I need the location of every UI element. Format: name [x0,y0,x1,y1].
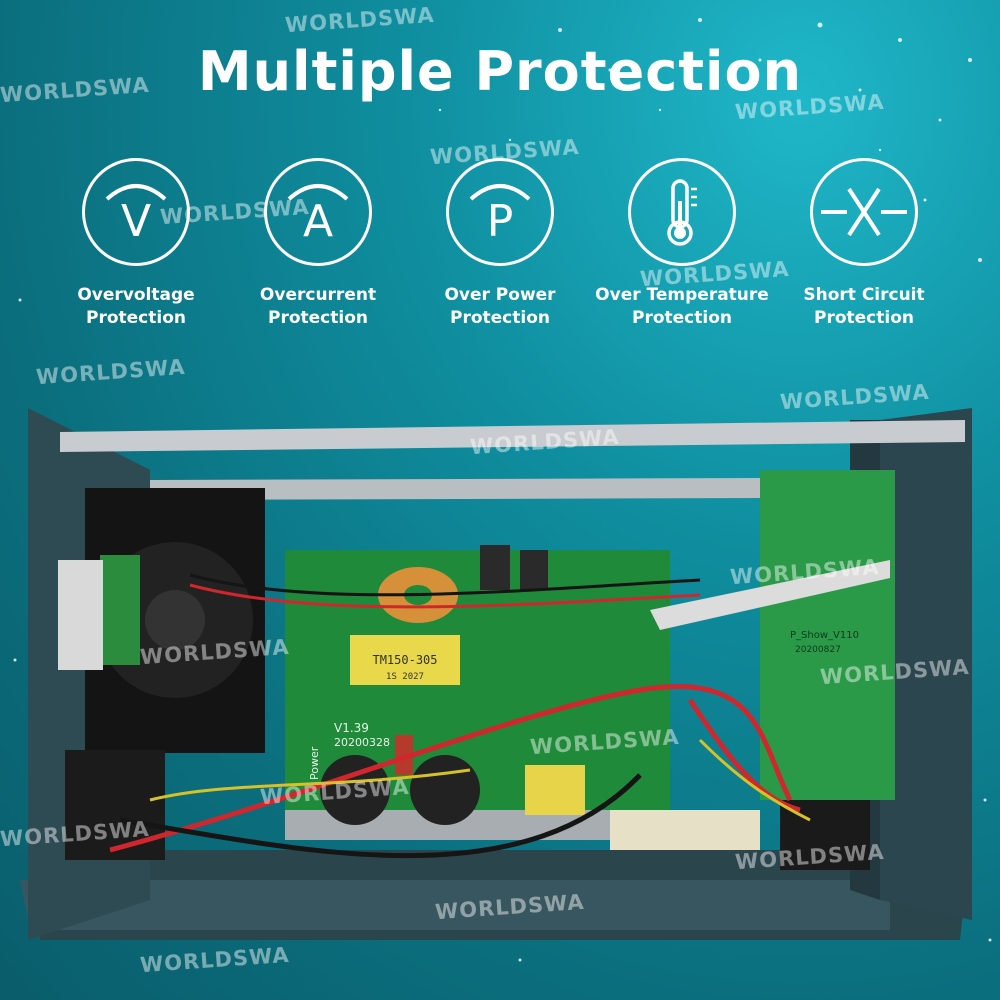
feature-label-line2: Protection [86,308,186,328]
feature-label-line2: Protection [814,308,914,328]
svg-text:A: A [303,196,333,247]
a-letter-icon: A [264,158,372,266]
short-circuit-icon [810,158,918,266]
feature-label-line2: Protection [450,308,550,328]
feature-label-line2: Protection [268,308,368,328]
feature-label-line1: Short Circuit [803,285,925,305]
feature-label-line1: Over Power [444,285,556,305]
feature-label-line1: Overcurrent [259,285,377,305]
transformer-label: TM150-305 [372,653,437,667]
pcb-version-label: V1.39 [334,721,369,735]
display-board-date: 20200827 [795,645,841,655]
svg-text:V: V [121,196,151,247]
feature-label-line1: Over Temperature [595,285,769,305]
p-letter-icon: P [446,158,554,266]
thermometer-icon [628,158,736,266]
svg-text:P: P [487,196,514,247]
display-board-label: P_Show_V110 [790,630,859,641]
feature-label-line1: Overvoltage [77,285,195,305]
feature-label-line2: Protection [632,308,732,328]
page-title: Multiple Protection [197,40,803,103]
transformer-sub-label: 1S 2027 [386,672,424,682]
pcb-date-label: 20200328 [334,736,390,749]
v-letter-icon: V [82,158,190,266]
pcb-power-label: Power [308,746,321,780]
power-supply-internals-photo: TM150-305 1S 2027 V1.39 20200328 Power P… [20,408,972,940]
